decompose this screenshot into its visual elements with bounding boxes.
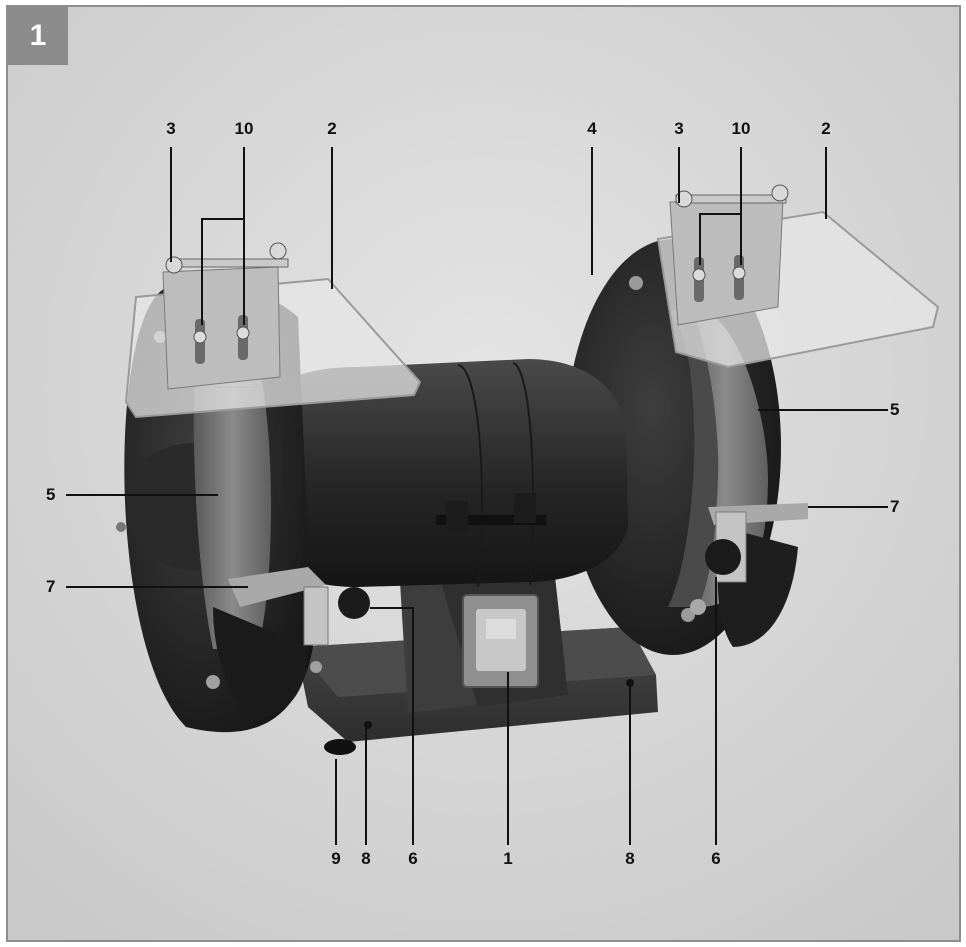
motor-bracket (436, 515, 546, 525)
callout-6-right: 6 (711, 849, 721, 868)
callout-10-left: 10 (234, 119, 254, 138)
callout-2-left: 2 (327, 119, 337, 138)
callout-5-right: 5 (890, 400, 900, 419)
callout-8-right: 8 (625, 849, 635, 868)
left-tool-rest (228, 567, 326, 607)
callout-4: 4 (587, 119, 597, 138)
right-adjust-knob (705, 539, 741, 575)
mounting-hole-right (626, 679, 634, 687)
callout-3-right: 3 (674, 119, 684, 138)
bench-grinder-illustration (8, 7, 959, 940)
callout-7-right: 7 (890, 497, 900, 516)
left-lower-guard (213, 607, 308, 719)
figure-frame: 1 3 10 2 4 3 10 2 5 7 5 7 9 8 6 1 8 6 (6, 5, 961, 942)
callout-3-left: 3 (166, 119, 176, 138)
rubber-foot (324, 739, 356, 755)
left-adjust-knob (338, 587, 370, 619)
callout-8-left: 8 (361, 849, 371, 868)
callout-5-left: 5 (46, 485, 56, 504)
right-grinding-wheel (683, 307, 768, 607)
right-shield-bracket (669, 198, 784, 326)
figure-number-badge: 1 (8, 7, 68, 65)
callout-2-right: 2 (821, 119, 831, 138)
left-shield-screw (167, 258, 289, 268)
left-shield-bracket (162, 266, 281, 390)
callout-1: 1 (503, 849, 513, 868)
callout-9: 9 (331, 849, 341, 868)
leader-lines (66, 147, 888, 845)
callout-10-right: 10 (731, 119, 751, 138)
motor-housing (258, 359, 628, 587)
callout-7-left: 7 (46, 577, 56, 596)
callout-6-left: 6 (408, 849, 418, 868)
